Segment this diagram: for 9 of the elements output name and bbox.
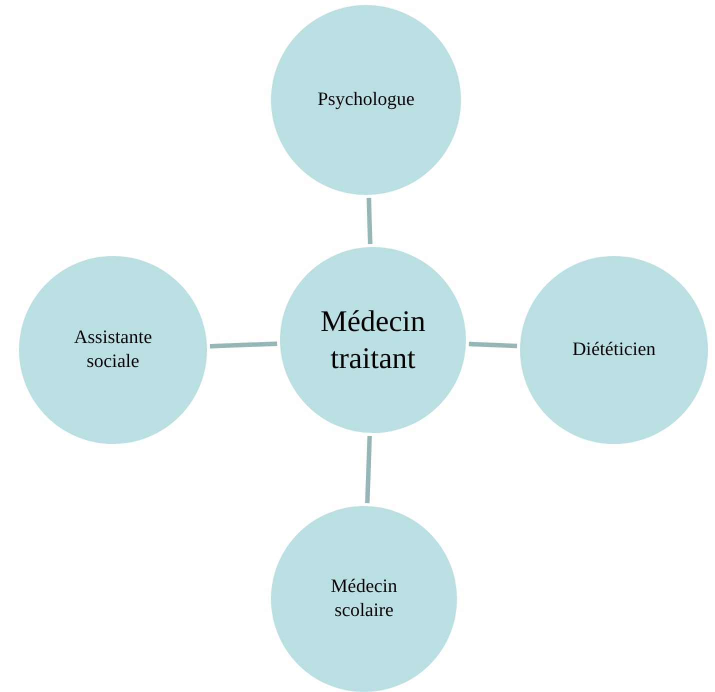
node-label: Médecin traitant	[320, 304, 426, 377]
connector-line	[366, 198, 372, 244]
node-label: Diététicien	[572, 338, 656, 362]
node-label: Médecin scolaire	[330, 575, 398, 623]
node-label: Assistante sociale	[72, 326, 154, 374]
node-label: Psychologue	[317, 88, 415, 112]
connector-line	[365, 436, 372, 504]
connector-line	[468, 342, 518, 348]
connector-line	[210, 341, 278, 349]
